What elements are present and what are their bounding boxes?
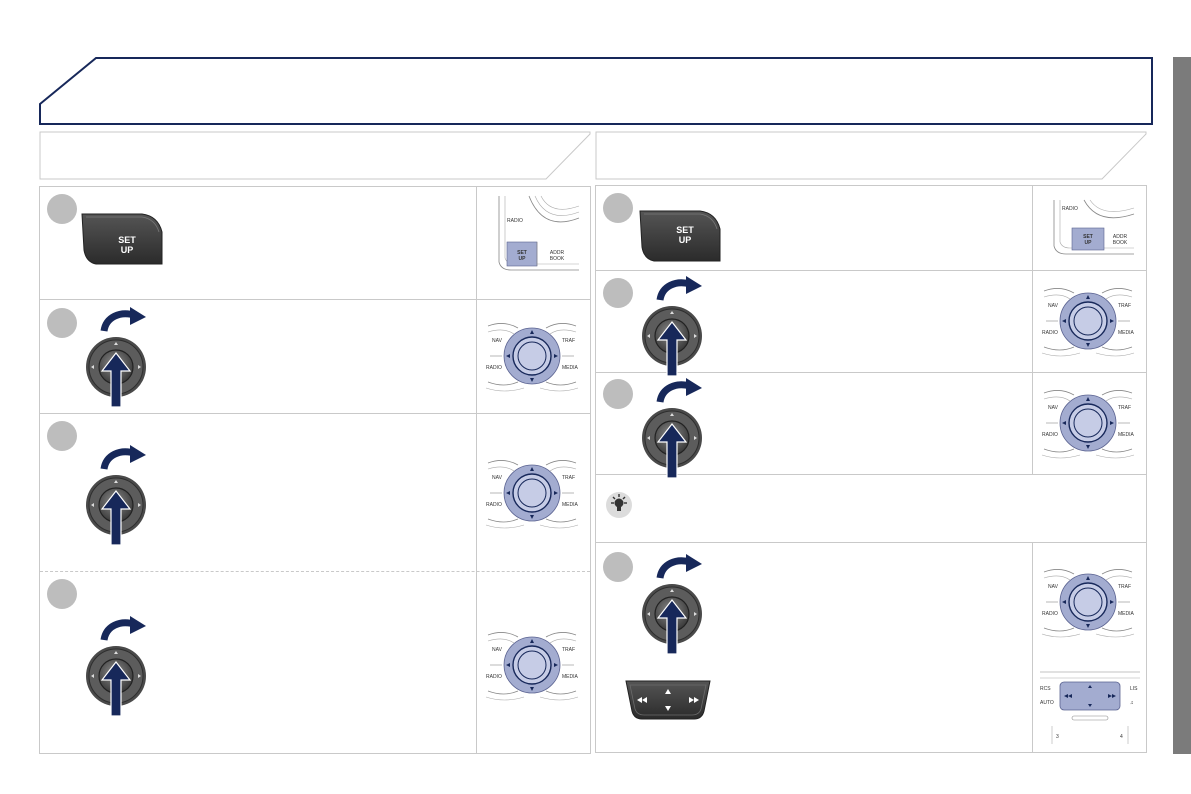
right-steps-panel [595, 185, 1147, 753]
dash-knob-illustration: NAV TRAF RADIO MEDIA [484, 318, 580, 394]
left-section-title-box [39, 131, 591, 180]
svg-text:MEDIA: MEDIA [562, 502, 579, 508]
dash-knob-illustration: NAV TRAF RADIO MEDIA [1040, 385, 1136, 461]
svg-text:NAV: NAV [492, 338, 503, 344]
left-row-divider-3-dashed [40, 571, 590, 572]
svg-text:NAV: NAV [1048, 584, 1059, 590]
dash-knob-illustration: NAV TRAF RADIO MEDIA [484, 455, 580, 531]
svg-text:SET: SET [1083, 234, 1093, 240]
svg-text:SET: SET [676, 225, 694, 235]
right-row-divider-1 [596, 270, 1146, 271]
svg-text:TRAF: TRAF [1118, 303, 1131, 309]
step-badge [603, 278, 633, 308]
svg-text:NAV: NAV [492, 647, 503, 653]
svg-text:MEDIA: MEDIA [562, 365, 579, 371]
dash-knob-illustration: NAV TRAF RADIO MEDIA [1040, 564, 1136, 640]
svg-text:NAV: NAV [492, 475, 503, 481]
svg-text:RADIO: RADIO [1062, 206, 1078, 212]
svg-text:TRAF: TRAF [562, 475, 575, 481]
svg-text:RADIO: RADIO [1042, 611, 1058, 617]
svg-text:TRAF: TRAF [1118, 405, 1131, 411]
setup-panel-illustration: RADIO SET UP ADDR BOOK [1053, 199, 1135, 255]
svg-text:NAV: NAV [1048, 405, 1059, 411]
step-badge [47, 194, 77, 224]
svg-text:ADDR: ADDR [1113, 234, 1128, 240]
svg-text:RADIO: RADIO [486, 365, 502, 371]
rotary-knob-icon [640, 376, 716, 480]
svg-text:TRAF: TRAF [1118, 584, 1131, 590]
svg-text:MEDIA: MEDIA [562, 674, 579, 680]
left-row-divider-2 [40, 413, 590, 414]
svg-text:3: 3 [1056, 734, 1059, 740]
svg-text:TRAF: TRAF [562, 647, 575, 653]
right-section-title-box [595, 131, 1147, 180]
rotary-knob-icon [84, 305, 160, 409]
svg-text:UP: UP [519, 256, 527, 262]
setup-button-icon: SET UP [638, 207, 722, 265]
step-badge [603, 552, 633, 582]
setup-button-icon: SET UP [80, 210, 164, 268]
svg-text:LIS: LIS [1130, 686, 1138, 692]
svg-text:NAV: NAV [1048, 303, 1059, 309]
svg-text:RADIO: RADIO [1042, 432, 1058, 438]
svg-text:MEDIA: MEDIA [1118, 432, 1135, 438]
setup-panel-illustration: RADIO SET UP ADDR BOOK [498, 195, 580, 271]
svg-text:AUTO: AUTO [1040, 700, 1054, 706]
step-badge [603, 193, 633, 223]
svg-text:MEDIA: MEDIA [1118, 330, 1135, 336]
svg-text:UP: UP [121, 245, 134, 255]
svg-text:MEDIA: MEDIA [1118, 611, 1135, 617]
svg-text:BOOK: BOOK [550, 256, 565, 262]
svg-text:4: 4 [1120, 734, 1123, 740]
svg-text:RADIO: RADIO [486, 674, 502, 680]
dash-knob-illustration: NAV TRAF RADIO MEDIA [1040, 283, 1136, 359]
right-row-divider-4 [596, 542, 1146, 543]
seek-panel-illustration: RCS LIS AUTO ♫ 3 4 [1040, 671, 1140, 744]
rotary-knob-icon [640, 552, 716, 656]
svg-text:RADIO: RADIO [486, 502, 502, 508]
seek-pad-icon [624, 677, 712, 723]
svg-text:SET: SET [118, 235, 136, 245]
lightbulb-icon [606, 492, 632, 518]
dash-knob-illustration: NAV TRAF RADIO MEDIA [484, 627, 580, 703]
svg-text:TRAF: TRAF [562, 338, 575, 344]
right-illustration-divider-top [1032, 185, 1033, 474]
step-badge [47, 579, 77, 609]
rotary-knob-icon [84, 614, 160, 718]
header-frame [39, 57, 1153, 125]
svg-text:RADIO: RADIO [1042, 330, 1058, 336]
step-badge [603, 379, 633, 409]
left-illustration-divider [476, 186, 477, 754]
right-illustration-divider-bottom [1032, 542, 1033, 753]
svg-text:RADIO: RADIO [507, 218, 523, 224]
step-badge [47, 308, 77, 338]
svg-text:♫: ♫ [1130, 700, 1134, 706]
svg-text:ADDR: ADDR [550, 250, 565, 256]
svg-text:BOOK: BOOK [1113, 240, 1128, 246]
right-row-divider-2 [596, 372, 1146, 373]
svg-text:UP: UP [679, 235, 692, 245]
rotary-knob-icon [84, 443, 160, 547]
left-row-divider-1 [40, 299, 590, 300]
svg-text:SET: SET [517, 250, 527, 256]
chapter-side-tab [1173, 57, 1191, 754]
step-badge [47, 421, 77, 451]
right-row-divider-3 [596, 474, 1146, 475]
svg-text:UP: UP [1085, 240, 1093, 246]
svg-text:RCS: RCS [1040, 686, 1051, 692]
rotary-knob-icon [640, 274, 716, 378]
